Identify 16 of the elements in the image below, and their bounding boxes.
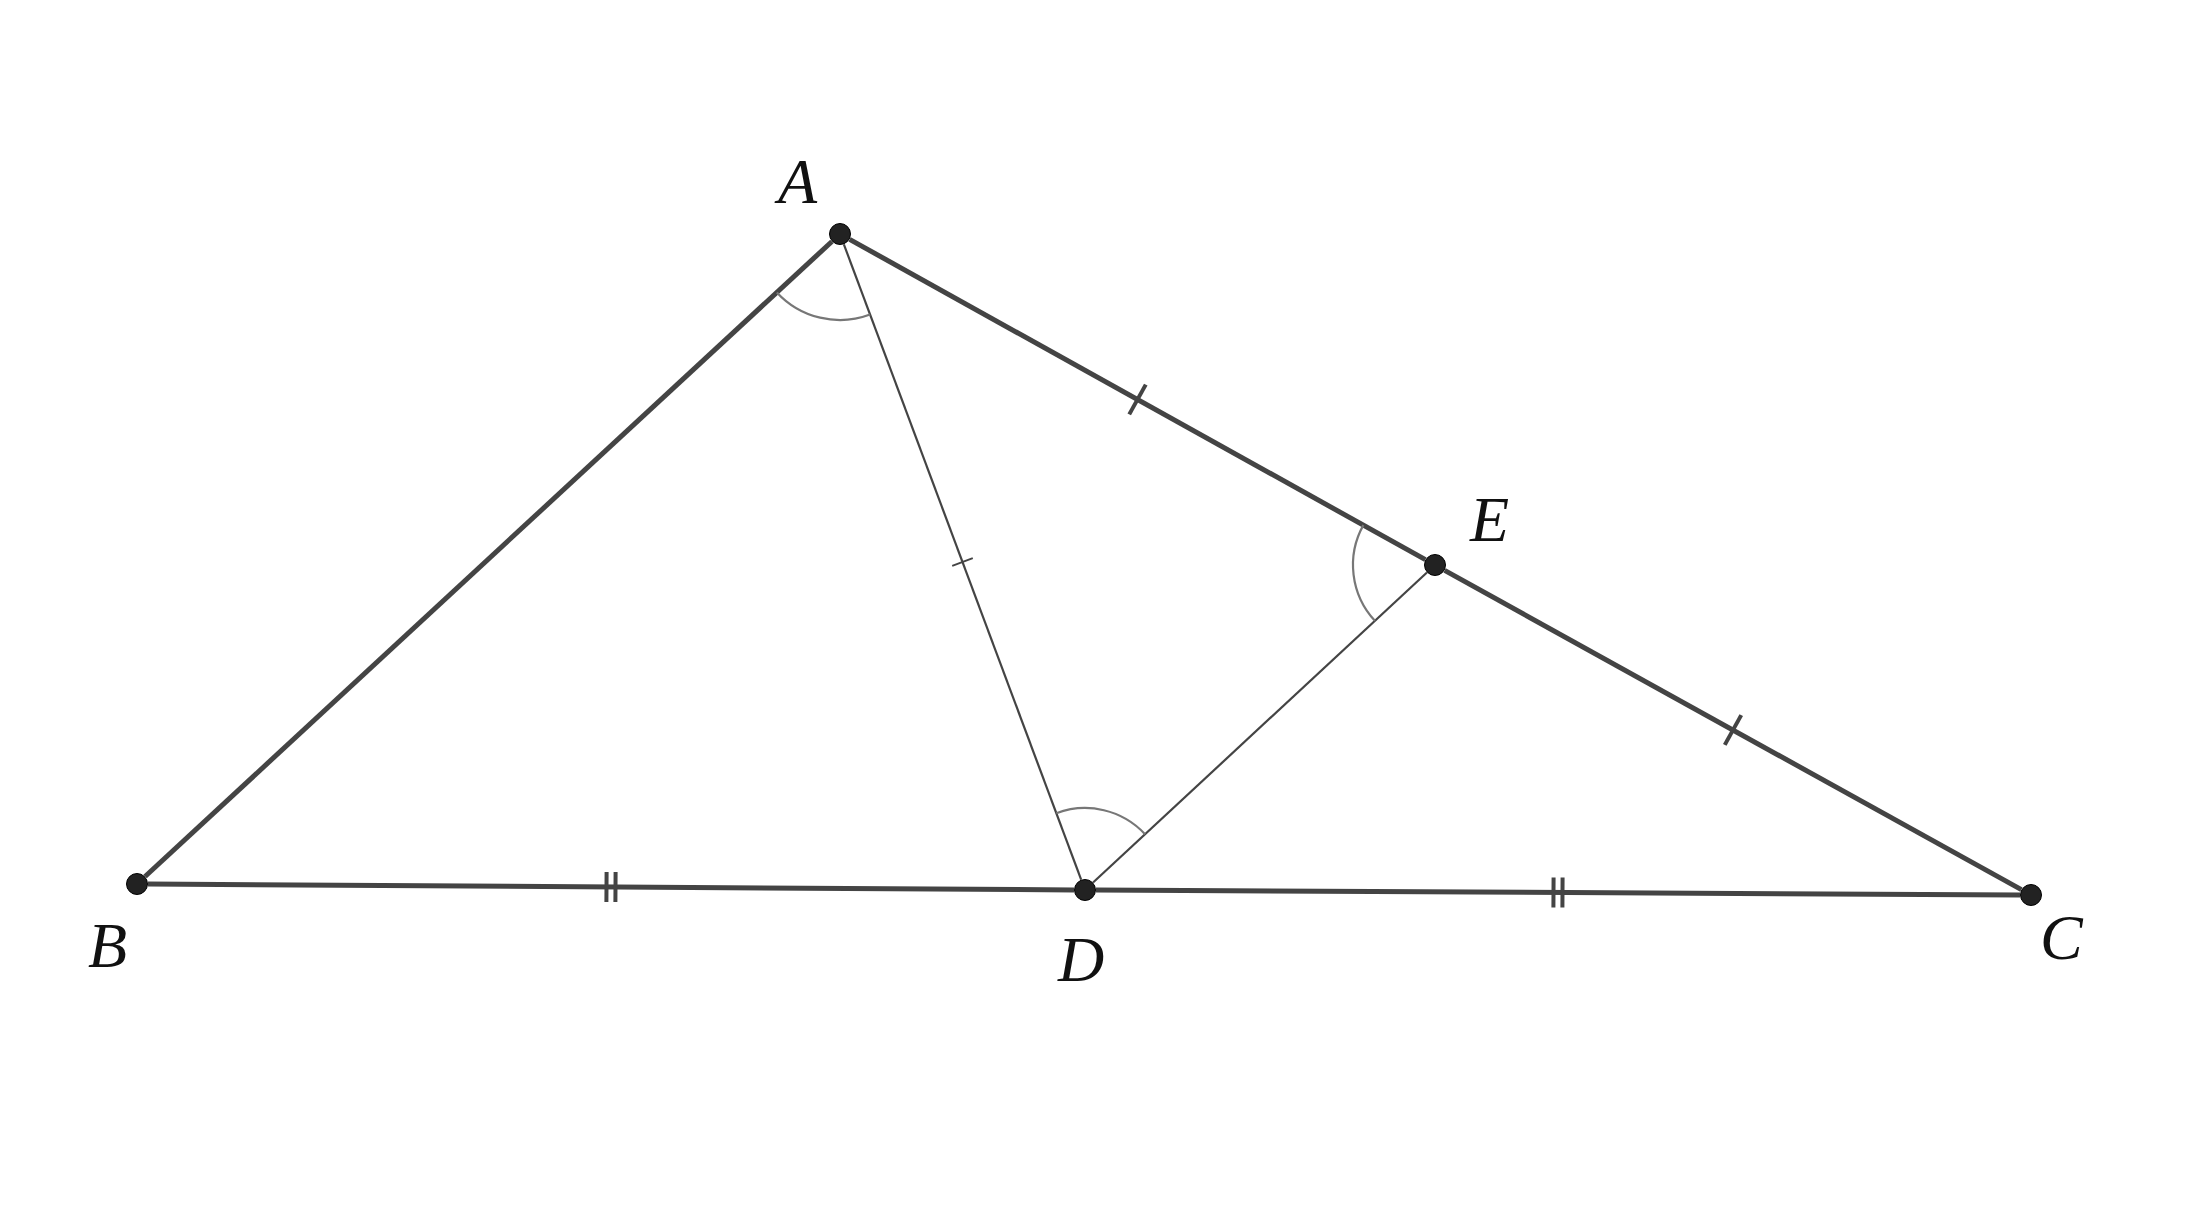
point-dot <box>1424 554 1446 576</box>
line-segment <box>1092 571 1428 884</box>
line-segment <box>842 243 1083 881</box>
point-label: B <box>88 914 128 978</box>
point-label: D <box>1058 928 1105 992</box>
point-dot <box>1074 879 1096 901</box>
point-label: E <box>1470 488 1510 552</box>
line-segment <box>148 881 1074 893</box>
line-segment <box>1096 887 2020 898</box>
line-segment <box>1443 568 2023 892</box>
point-label: C <box>2040 906 2083 970</box>
point-dot <box>126 873 148 895</box>
point-dot <box>2020 884 2042 906</box>
line-segment <box>848 237 1427 562</box>
point-dot <box>829 223 851 245</box>
line-segment <box>143 239 834 879</box>
